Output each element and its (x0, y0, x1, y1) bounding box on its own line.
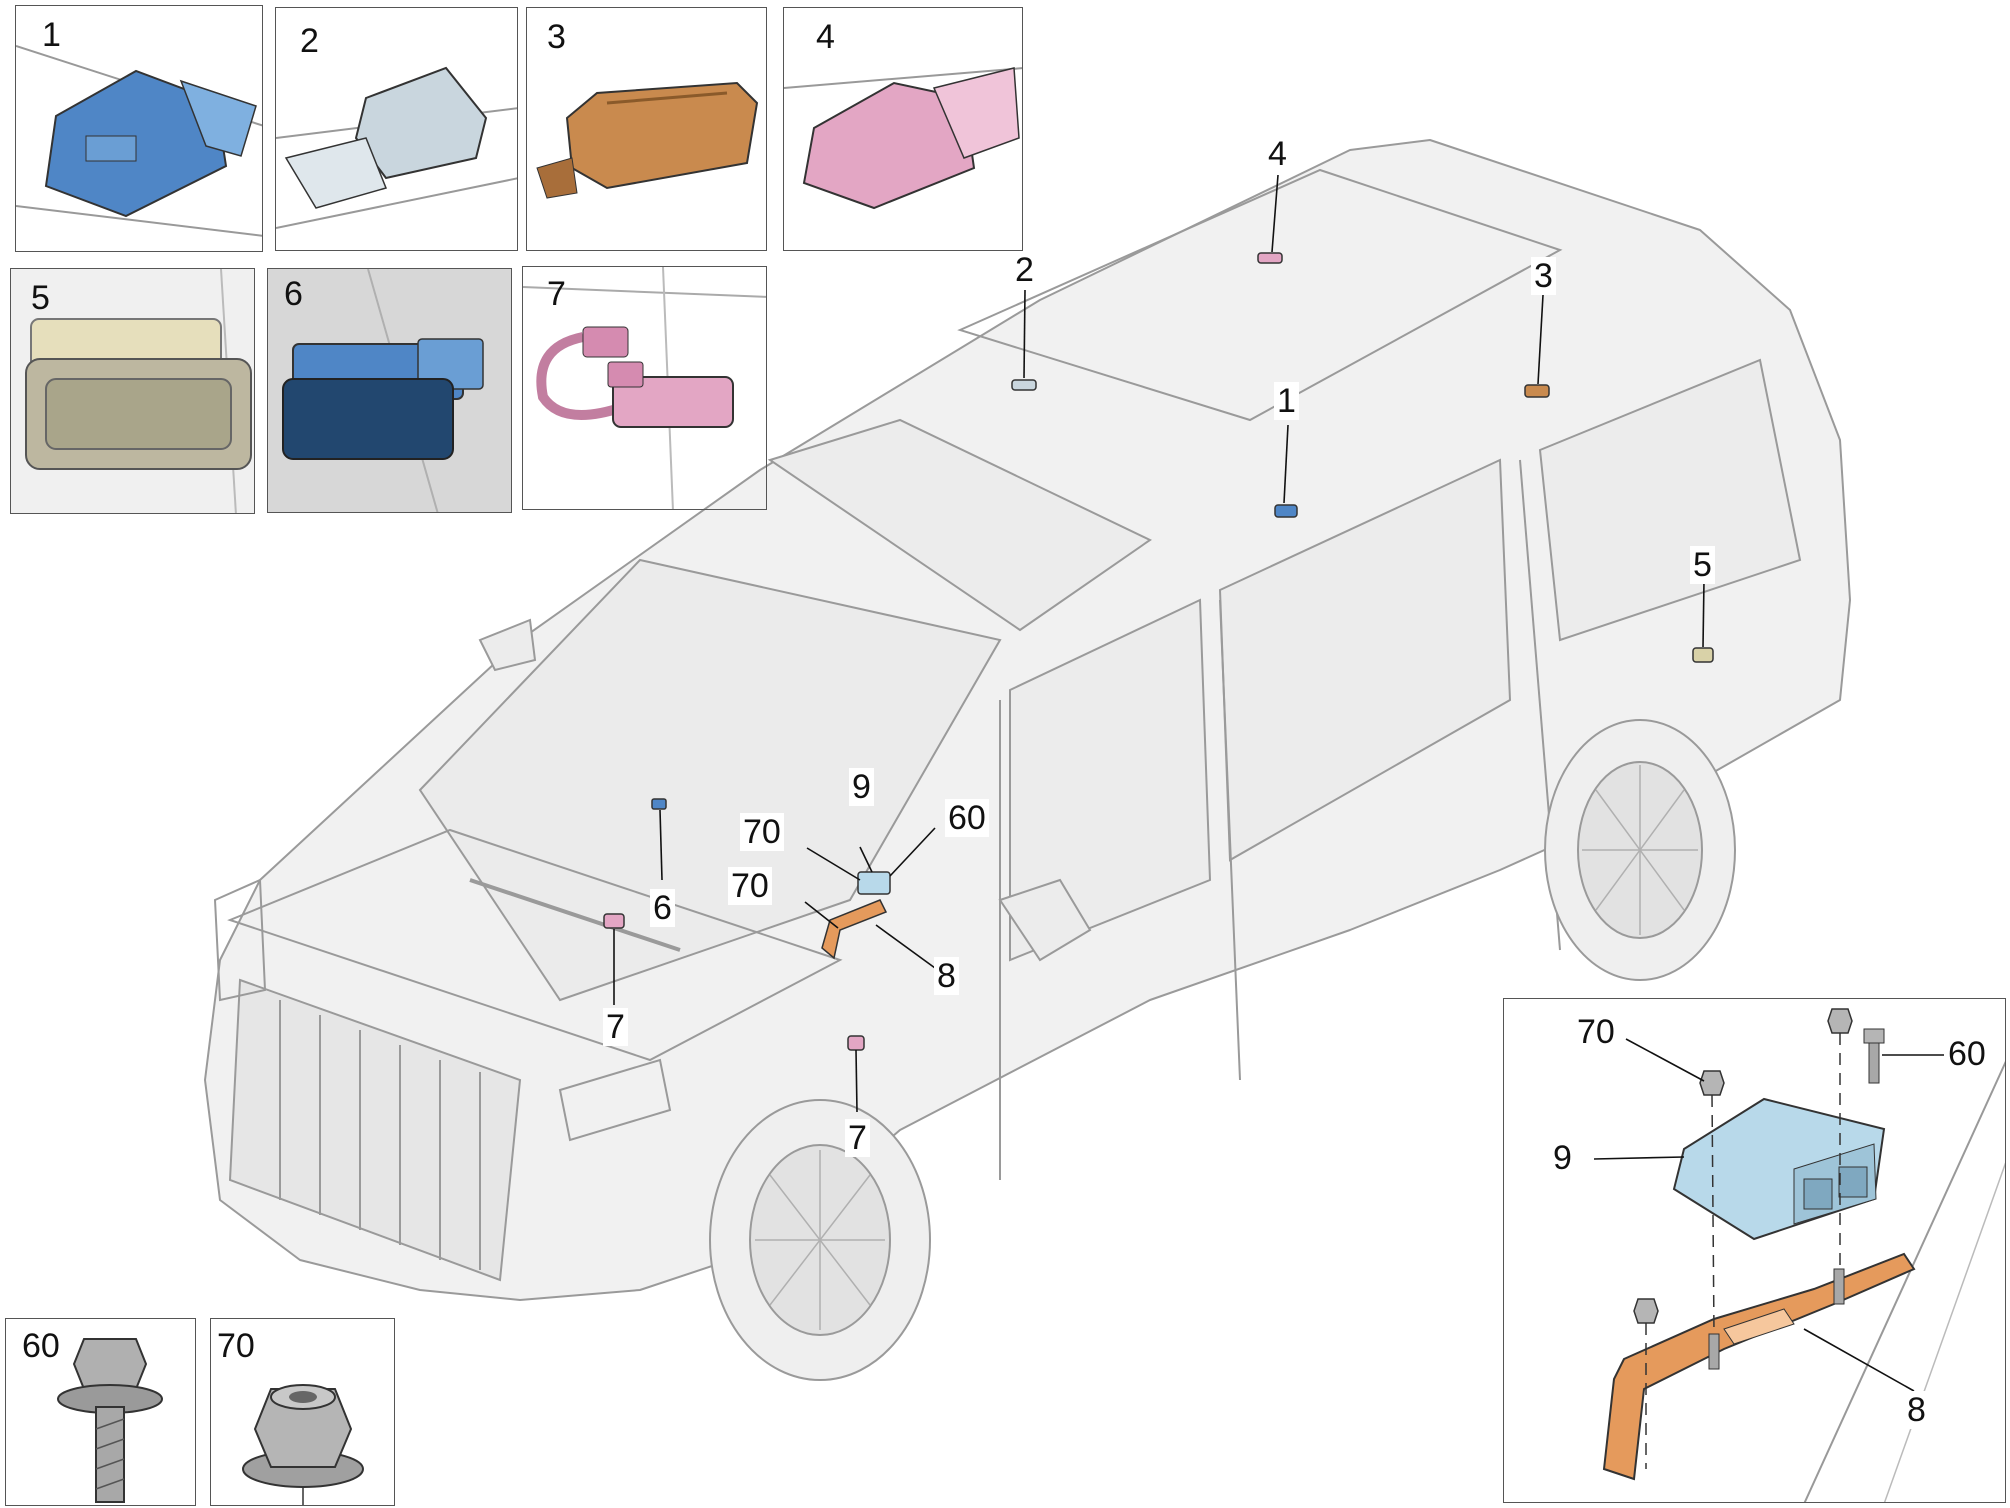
inset-7-number: 7 (547, 275, 566, 313)
callout-7-fender: 7 (845, 1119, 870, 1157)
inset-70-drawing (242, 1384, 364, 1505)
inset-4-drawing (784, 67, 1022, 210)
callout-1: 1 (1274, 382, 1299, 420)
detail-label-60: 60 (1945, 1035, 1989, 1073)
inset-5: 5 (10, 268, 255, 514)
callout-60: 60 (945, 799, 989, 837)
inset-70-number: 70 (217, 1327, 255, 1365)
callout-3: 3 (1531, 257, 1556, 295)
inset-6: 6 (267, 268, 512, 513)
inset-2-number: 2 (300, 22, 319, 60)
inset-2-drawing (276, 66, 517, 229)
callout-2: 2 (1012, 251, 1037, 289)
detail-label-9: 9 (1550, 1139, 1575, 1177)
inset-60-drawing (57, 1338, 163, 1503)
callout-6: 6 (650, 889, 675, 927)
detail-label-8: 8 (1904, 1391, 1929, 1429)
inset-4-number: 4 (816, 18, 835, 56)
inset-3-number: 3 (547, 18, 566, 56)
callout-70-upper: 70 (740, 813, 784, 851)
detail-label-70: 70 (1574, 1013, 1618, 1051)
inset-1-number: 1 (42, 16, 61, 54)
inset-70: 70 (210, 1318, 395, 1506)
callout-7-hood: 7 (603, 1008, 628, 1046)
inset-6-drawing (282, 269, 484, 512)
detail-drawing (1593, 1008, 2005, 1502)
inset-1-drawing (16, 45, 262, 237)
inset-5-drawing (25, 269, 252, 513)
inset-2: 2 (275, 7, 518, 251)
callout-70-lower: 70 (728, 867, 772, 905)
inset-detail-module: 70 60 9 8 (1503, 998, 2006, 1503)
inset-5-number: 5 (31, 279, 50, 317)
inset-60-number: 60 (22, 1327, 60, 1365)
inset-1: 1 (15, 5, 263, 252)
inset-3: 3 (526, 7, 767, 251)
callout-5: 5 (1690, 546, 1715, 584)
callout-8: 8 (934, 957, 959, 995)
inset-4: 4 (783, 7, 1023, 251)
inset-7-drawing (523, 267, 766, 509)
inset-7: 7 (522, 266, 767, 510)
inset-3-drawing (536, 81, 759, 199)
callout-4: 4 (1265, 135, 1290, 173)
inset-60: 60 (5, 1318, 196, 1506)
callout-9: 9 (849, 768, 874, 806)
inset-6-number: 6 (284, 275, 303, 313)
